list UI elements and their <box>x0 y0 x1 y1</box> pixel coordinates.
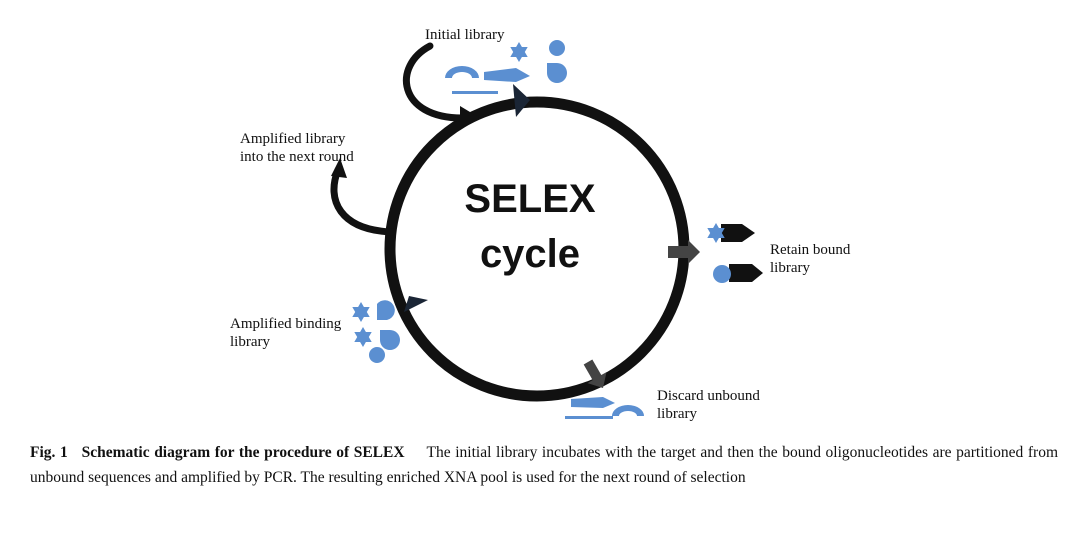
ring-arrowhead-top <box>513 84 530 117</box>
droplet-icon <box>377 300 395 320</box>
label-amplified-next-line2: into the next round <box>240 149 354 165</box>
droplet-icon <box>380 328 400 350</box>
initial-library-molecules <box>445 40 567 94</box>
amplified-binding-molecules <box>352 300 400 363</box>
circle-icon <box>369 347 385 363</box>
label-amplified-binding-line2: library <box>230 334 270 350</box>
ring-arrowhead-left <box>404 296 428 312</box>
retain-arrow <box>668 240 700 264</box>
label-retain-line1: Retain bound <box>770 242 851 258</box>
pentagon-arrow-icon <box>571 397 615 408</box>
pentagon-arrow-icon <box>721 224 755 242</box>
selex-diagram: SELEX cycle <box>230 27 851 422</box>
initial-entry-curve-arrow <box>402 42 466 122</box>
strand-icon <box>565 416 613 419</box>
label-amplified-binding-line1: Amplified binding <box>230 316 342 332</box>
label-initial-library: Initial library <box>425 27 505 43</box>
label-retain-line2: library <box>770 260 810 276</box>
droplet-icon <box>547 60 567 83</box>
label-discard-line2: library <box>657 406 697 422</box>
retain-bound-molecules <box>707 223 763 283</box>
pentagon-arrow-icon <box>484 68 530 82</box>
strand-icon <box>452 91 498 94</box>
initial-entry-arrowhead <box>460 106 480 128</box>
arc-icon <box>445 66 479 78</box>
center-title-line1: SELEX <box>464 177 595 221</box>
circle-icon <box>549 40 565 56</box>
pentagon-arrow-icon <box>729 264 763 282</box>
discard-unbound-molecules <box>565 397 644 419</box>
caption-fig-label: Fig. 1 <box>30 444 68 461</box>
star-icon <box>354 327 372 347</box>
figure-caption: Fig. 1 Schematic diagram for the procedu… <box>30 440 1058 490</box>
discard-arrow <box>583 359 607 388</box>
star-icon <box>352 302 370 322</box>
label-amplified-next-line1: Amplified library <box>240 131 346 147</box>
label-discard-line1: Discard unbound <box>657 388 760 404</box>
caption-text: The initial library incubates with the t… <box>30 444 1059 486</box>
caption-title: Schematic diagram for the procedure of S… <box>81 444 405 461</box>
next-round-curve-arrow <box>330 166 396 236</box>
center-title-line2: cycle <box>480 232 580 276</box>
star-icon <box>510 42 528 62</box>
circle-icon <box>713 265 731 283</box>
arc-icon <box>612 405 644 416</box>
next-round-arrowhead <box>331 158 347 178</box>
